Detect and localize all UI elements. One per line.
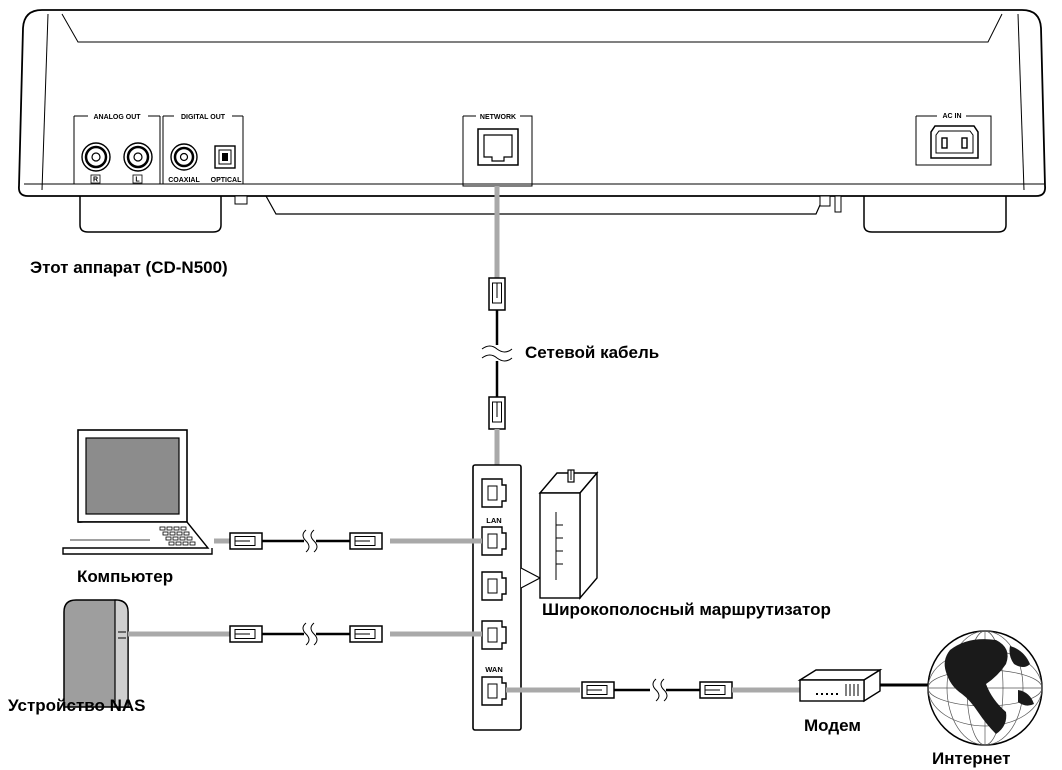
optical-label: OPTICAL xyxy=(211,177,242,184)
device-caption: Этот аппарат (CD-N500) xyxy=(30,258,228,277)
digital-out-label: DIGITAL OUT xyxy=(181,114,226,121)
network-cable xyxy=(481,186,513,485)
cable-plug-bottom xyxy=(488,396,506,430)
rca-jack-r xyxy=(81,142,111,172)
globe-icon xyxy=(927,630,1043,746)
channel-l-label: L xyxy=(135,177,140,184)
router-lan-port-1 xyxy=(481,478,507,508)
modem-icon xyxy=(797,668,883,703)
rca-jack-l xyxy=(123,142,153,172)
router-wan-port xyxy=(481,676,507,706)
router-caption: Широкополосный маршрутизатор xyxy=(542,600,831,619)
ac-inlet xyxy=(930,125,979,159)
cd-player-rear-panel: ANALOG OUT R L DIGITAL OUT COAXIAL xyxy=(18,9,1046,233)
computer-cable xyxy=(214,529,482,553)
cable-plug-top xyxy=(488,277,506,311)
optical-jack xyxy=(214,145,236,169)
coaxial-label: COAXIAL xyxy=(168,177,200,184)
router-lan-port-2 xyxy=(481,526,507,556)
router-lan-label: LAN xyxy=(486,516,501,525)
computer-label: Компьютер xyxy=(77,567,173,586)
wan-cable xyxy=(506,678,800,702)
network-port xyxy=(477,128,519,166)
router: LAN WAN xyxy=(472,464,599,731)
cable-label: Сетевой кабель xyxy=(525,343,659,362)
modem-label: Модем xyxy=(804,716,861,735)
nas-cable xyxy=(128,622,482,646)
router-wan-label: WAN xyxy=(485,665,503,674)
ac-in-label: AC IN xyxy=(942,113,961,120)
network-label: NETWORK xyxy=(480,114,516,121)
nas-icon xyxy=(63,599,129,708)
channel-r-label: R xyxy=(93,177,98,184)
router-lan-port-4 xyxy=(481,620,507,650)
analog-out-label: ANALOG OUT xyxy=(93,114,141,121)
internet-label: Интернет xyxy=(932,749,1010,768)
router-lan-port-3 xyxy=(481,571,507,601)
computer-icon xyxy=(62,429,213,555)
nas-label: Устройство NAS xyxy=(8,696,146,715)
router-box-icon xyxy=(538,469,599,600)
coaxial-jack xyxy=(170,143,198,171)
